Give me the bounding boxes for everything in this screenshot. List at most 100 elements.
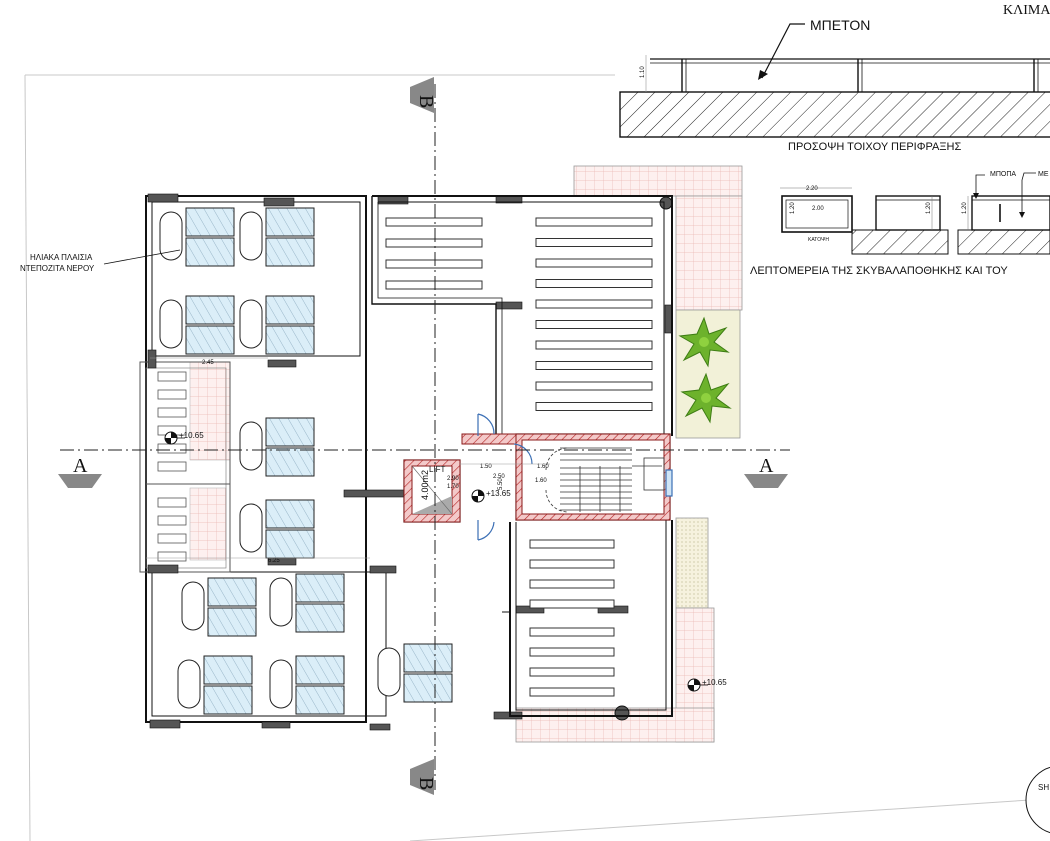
solar-panel: [265, 529, 315, 559]
solar-unit: [239, 295, 315, 355]
solar-panel: [403, 643, 453, 673]
solar-units: [159, 207, 453, 715]
solar-panel: [265, 447, 315, 477]
roof-slot: [529, 667, 615, 677]
section-b-top: B: [415, 95, 437, 108]
dim-290: 2.90: [447, 476, 459, 482]
section-lines: [60, 84, 790, 790]
solar-panel: [203, 655, 253, 685]
solar-panel: [207, 607, 257, 637]
fence-elevation-title: ΠΡΟΣΟΨΗ ΤΟΙΧΟΥ ΠΕΡΙΦΡΑΞΗΣ: [788, 141, 961, 153]
solar-unit: [159, 295, 235, 355]
roof-slot: [535, 381, 653, 391]
solar-unit: [239, 207, 315, 267]
roof-slot: [529, 599, 615, 609]
solar-panel: [185, 207, 235, 237]
roof-slot: [535, 361, 653, 370]
roof-slot: [535, 238, 653, 247]
water-tank: [239, 503, 263, 553]
roof-slot: [385, 217, 483, 227]
roof-slot: [529, 559, 615, 569]
lift-area-label: 4.00m2: [420, 470, 430, 500]
solar-unit: [177, 655, 253, 715]
section-a-left: A: [73, 455, 88, 477]
bin-store-detail: 2.20 2.00 1.20 ΚΑΤΟΨΗ 1.20 1.20 ΜΠΟΠΑ ΜΕ…: [750, 171, 1050, 277]
level-top: +13.65: [486, 489, 511, 498]
solar-unit: [181, 577, 257, 637]
bin-detail-title: ΛΕΠΤΟΜΕΡΕΙΑ ΤΗΣ ΣΚΥΒΑΛΑΠΟΘΗΚΗΣ ΚΑΙ ΤΟΥ: [750, 265, 1008, 277]
section-a-right: A: [759, 455, 774, 477]
solar-unit: [239, 499, 315, 559]
section-b-bottom: B: [415, 777, 437, 790]
solar-panel: [185, 237, 235, 267]
door-label: ΜΠΟΠΑ: [990, 171, 1016, 178]
dim-150: 1.50: [480, 464, 492, 470]
solar-panel: [295, 655, 345, 685]
bin-inner-dim: 2.00: [812, 206, 824, 212]
water-tank: [269, 577, 293, 627]
stair-core: LIFT 4.00m2 1.50 2.50 1.60 1.70 2.90 1.6…: [146, 357, 673, 564]
water-tank: [239, 211, 263, 261]
roof-slot: [385, 280, 483, 290]
water-tank: [239, 421, 263, 471]
structural-columns: [147, 193, 673, 731]
sheet-reference-circle: SH: [1025, 766, 1050, 834]
dim-250: 2.50: [493, 474, 505, 480]
solar-panel: [265, 325, 315, 355]
water-tank: [269, 659, 293, 709]
section-markers: B B A A: [58, 77, 788, 795]
water-tank: [177, 659, 201, 709]
dim-625: 6.25: [268, 558, 280, 564]
planter-plants: [678, 316, 732, 424]
solar-panel: [265, 499, 315, 529]
solar-panel: [185, 325, 235, 355]
solar-panel: [265, 237, 315, 267]
bin-height-dim-2: 1.20: [926, 202, 932, 214]
roof-slot: [535, 279, 653, 288]
level-left: +10.65: [179, 431, 204, 440]
bin-height-dim-3: 1.20: [962, 202, 968, 214]
solar-panel: [403, 673, 453, 703]
roof-slot: [535, 340, 653, 350]
water-tank: [159, 299, 183, 349]
solar-label-line2: ΝΤΕΠΟΖΙΤΑ ΝΕΡΟΥ: [20, 264, 95, 273]
bin-height-dim: 1.20: [790, 202, 796, 214]
level-right: +10.65: [702, 678, 727, 687]
roof-slot: [535, 217, 653, 227]
water-tank: [239, 299, 263, 349]
roof-slot: [529, 647, 615, 657]
roof-slot: [529, 539, 615, 549]
dim-160b: 1.60: [535, 478, 547, 484]
solar-unit: [377, 643, 453, 703]
solar-panel: [295, 603, 345, 633]
plan-view-label: ΚΑΤΟΨΗ: [808, 237, 829, 243]
solar-panel: [265, 417, 315, 447]
solar-panel: [185, 295, 235, 325]
roof-slot-rows: [385, 217, 653, 697]
solar-unit: [159, 207, 235, 267]
solar-unit: [269, 573, 345, 633]
solar-unit: [269, 655, 345, 715]
dim-550: 5.50: [498, 478, 504, 490]
solar-panel: [265, 207, 315, 237]
roof-slot: [529, 579, 615, 589]
bin-width-dim: 2.20: [806, 186, 818, 192]
roof-slot: [535, 258, 653, 268]
roof-slot: [535, 402, 653, 411]
sheet-cut-text: SH: [1038, 783, 1049, 792]
roof-slot: [385, 238, 483, 248]
round-columns: [614, 196, 673, 721]
roof-slot: [529, 687, 615, 697]
water-tank: [159, 211, 183, 261]
water-tank: [181, 581, 205, 631]
dim-170: 1.70: [447, 484, 459, 490]
water-tank: [377, 647, 401, 697]
solar-panel: [207, 577, 257, 607]
roof-slot: [535, 299, 653, 309]
lift-label: LIFT: [429, 465, 446, 474]
roof-slot: [535, 320, 653, 329]
fence-height-dim: 1.10: [640, 66, 646, 78]
dim-160: 1.60: [537, 464, 549, 470]
solar-unit: [239, 417, 315, 477]
